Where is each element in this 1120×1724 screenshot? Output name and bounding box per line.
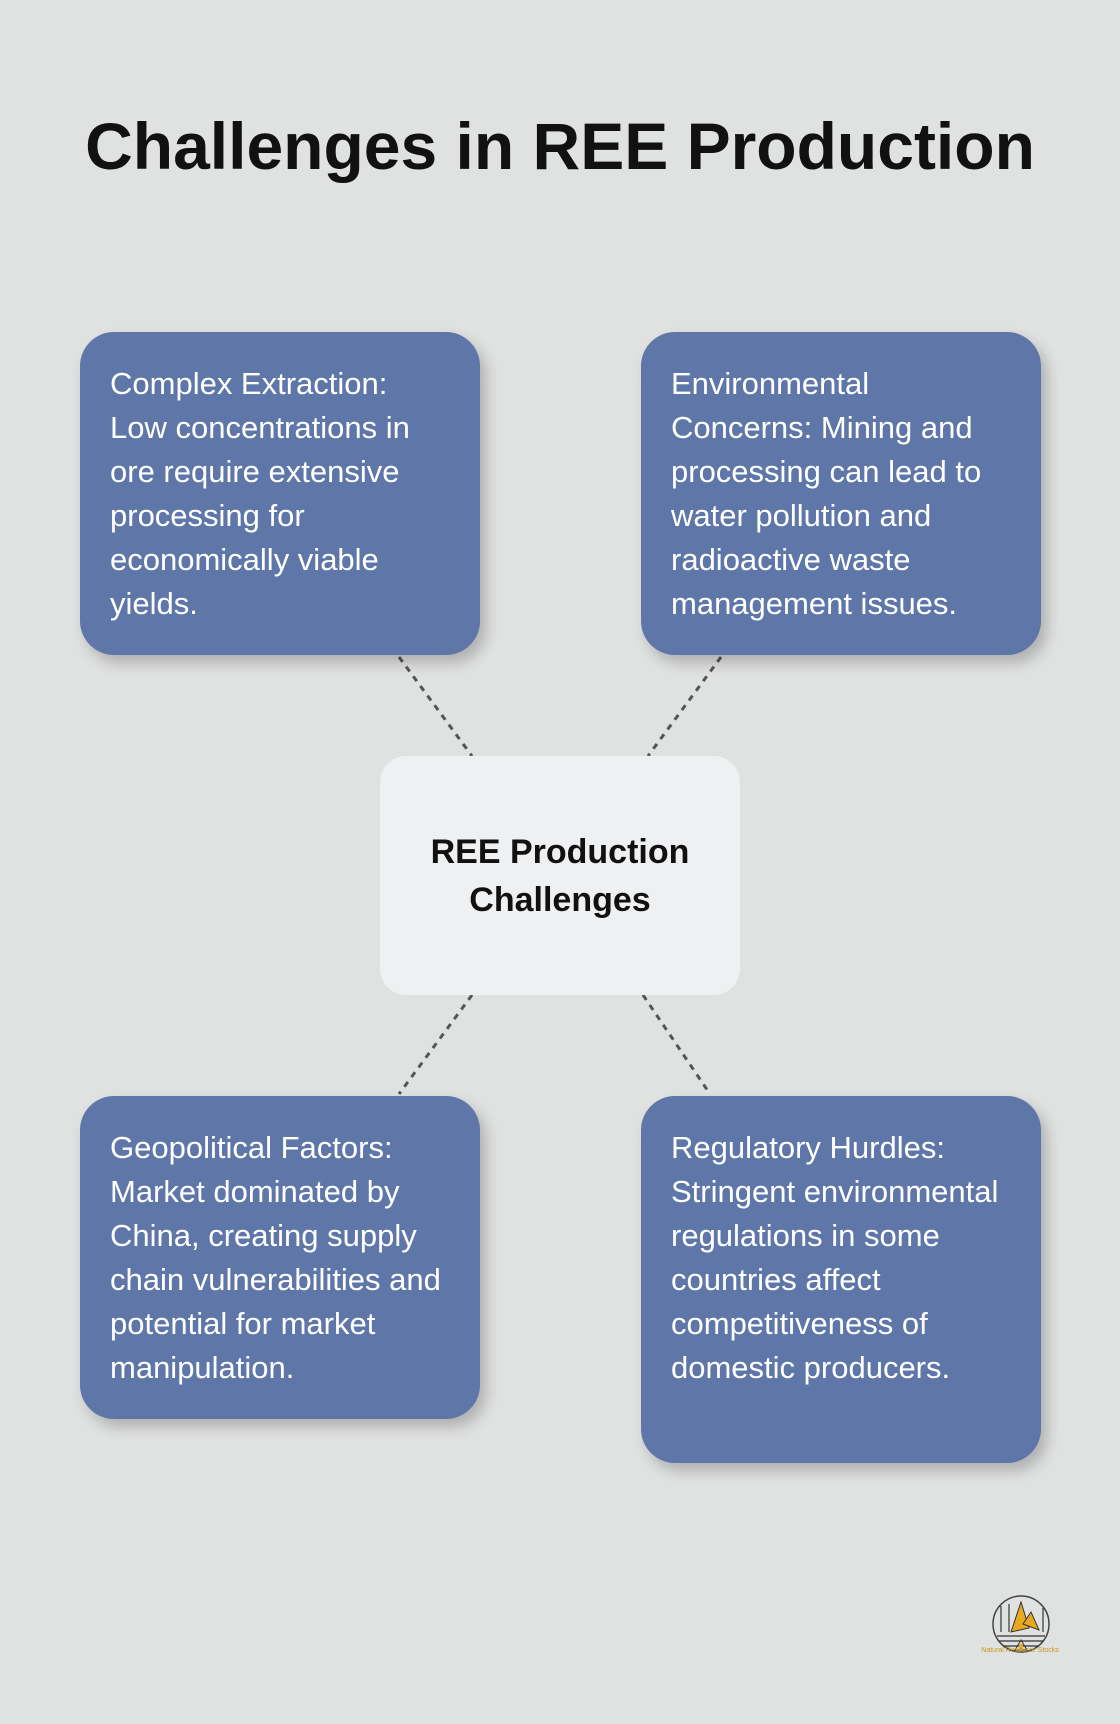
card-complex-extraction: Complex Extraction: Low concentrations i… xyxy=(80,332,480,655)
card-geopolitical-factors: Geopolitical Factors: Market dominated b… xyxy=(80,1096,480,1419)
connector-top-left xyxy=(397,656,474,757)
center-node: REE Production Challenges xyxy=(380,756,740,995)
connector-bottom-right xyxy=(641,994,712,1095)
page-title: Challenges in REE Production xyxy=(85,109,1035,183)
logo-text: Natural Resource Stocks xyxy=(981,1647,1059,1654)
connector-top-right xyxy=(646,656,723,757)
logo-icon xyxy=(992,1595,1050,1653)
connector-bottom-left xyxy=(397,994,474,1095)
card-environmental-concerns: Environmental Concerns: Mining and proce… xyxy=(641,332,1041,655)
card-regulatory-hurdles: Regulatory Hurdles: Stringent environmen… xyxy=(641,1096,1041,1463)
